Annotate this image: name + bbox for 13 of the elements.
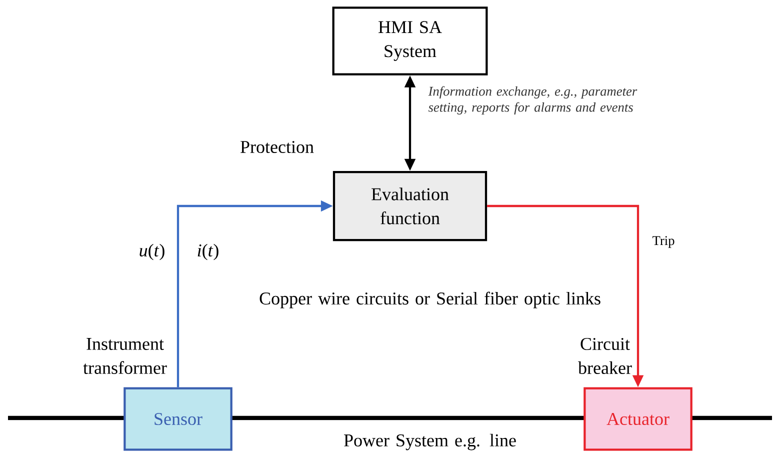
label-text: i(t) (198, 244, 218, 260)
process-box: Evaluation function (332, 170, 488, 242)
edge-label: Information exchange, e.g., parameter setting, reports for alarms and events (428, 86, 638, 114)
process-box: HMI SA System (332, 6, 488, 76)
label-text: Copper wire circuits or Serial fiber optic links (260, 292, 600, 308)
process-box: Sensor (124, 387, 232, 451)
process-box: Actuator (584, 387, 692, 451)
caption-text: Circuit breaker (578, 338, 632, 374)
label-text: u(t) (140, 244, 164, 260)
label-text: Power System e.g. line (344, 434, 516, 450)
label-text: Protection (240, 140, 314, 154)
caption-text: Instrument transformer (83, 338, 167, 374)
edge-label: Trip (652, 236, 674, 248)
